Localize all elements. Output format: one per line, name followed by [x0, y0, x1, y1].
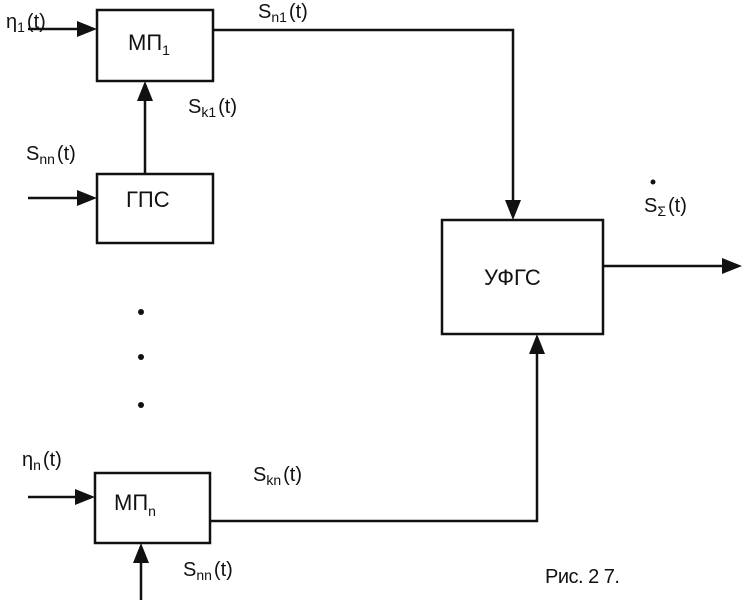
label-eta1: η1(t) [6, 11, 46, 35]
connector-ufgs-output [603, 258, 742, 274]
block-gps: ГПС [95, 172, 215, 245]
label-sn1: Sn1(t) [258, 1, 308, 25]
label-ssum: SΣ(t) [644, 195, 687, 219]
connector-mpn-to-ufgs [210, 334, 545, 523]
connector-mp1-to-ufgs [213, 28, 521, 220]
connector-etan-to-mpn [28, 489, 95, 505]
block-mpn: МПn [93, 471, 212, 545]
figure-caption: Рис. 2 7. [545, 566, 619, 588]
label-snn-top: Snn(t) [26, 143, 76, 167]
svg-text:МПn: МПn [114, 490, 156, 519]
svg-text:ГПС: ГПС [126, 187, 170, 212]
label-etan: ηn(t) [22, 449, 62, 473]
block-ufgs: УФГС [440, 218, 605, 336]
label-skn: Skn(t) [253, 464, 302, 488]
svg-text:УФГС: УФГС [484, 265, 541, 290]
connector-snn-to-gps [28, 190, 97, 206]
block-mp1: МП1 [95, 8, 215, 83]
ellipsis-dots [138, 309, 144, 408]
connector-gps-to-mp1 [137, 81, 153, 174]
connector-eta1-to-mp1 [28, 21, 97, 37]
label-sk1: Sk1(t) [188, 96, 237, 120]
connector-snn-to-mpn [133, 543, 149, 600]
label-snn-bottom: Snn(t) [183, 559, 233, 583]
svg-text:МП1: МП1 [128, 30, 170, 58]
label-ssum-dot [650, 179, 656, 185]
